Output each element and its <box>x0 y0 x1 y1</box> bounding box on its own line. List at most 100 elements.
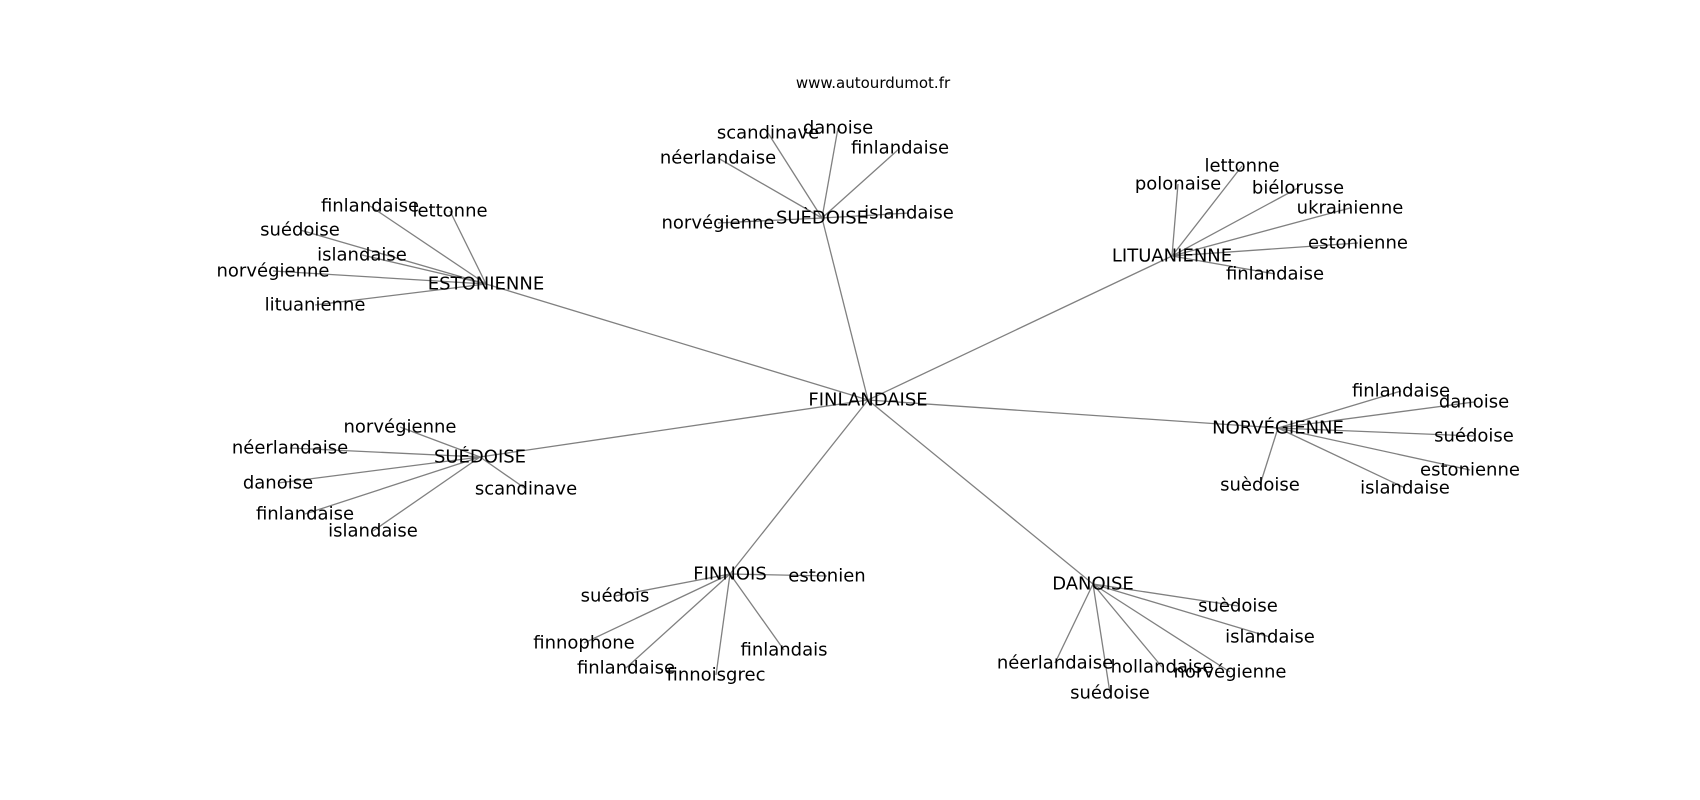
leaf-node: islandaise <box>1360 478 1450 499</box>
edge-lituanienne-leaf-1 <box>1171 183 1179 257</box>
edge-finnois-leaf-4 <box>715 573 731 676</box>
edge-finnois-leaf-5 <box>729 573 785 651</box>
edge-suedoise-left-leaf-5 <box>479 456 527 490</box>
edge-suedoise-left-leaf-0 <box>399 426 481 458</box>
edge-finnois-leaf-1 <box>614 573 731 597</box>
leaf-node: polonaise <box>1135 174 1221 195</box>
edge-danoise-leaf-2 <box>1054 583 1094 664</box>
leaf-node: néerlandaise <box>232 438 348 459</box>
edge-suedoise-left-leaf-3 <box>304 456 481 515</box>
edge-estonienne-leaf-5 <box>314 283 487 306</box>
edge-norvegienne-leaf-1 <box>1277 401 1475 429</box>
edge-center-suedoise-top <box>821 217 869 401</box>
leaf-node: danoise <box>803 118 873 139</box>
leaf-node: norvégienne <box>662 213 775 234</box>
edge-estonienne-leaf-2 <box>299 229 487 285</box>
edge-suedoise-top-leaf-5 <box>821 212 910 219</box>
edge-center-danoise <box>867 399 1094 585</box>
cluster-node-suedoise-top: SUÈDOISE <box>776 207 868 229</box>
edge-norvegienne-leaf-4 <box>1259 427 1279 486</box>
leaf-node: islandaise <box>317 245 407 266</box>
leaf-node: finlandaise <box>321 196 419 217</box>
leaf-node: finnoisgrec <box>667 665 766 686</box>
cluster-node-finnois: FINNOIS <box>693 564 767 585</box>
leaf-node: néerlandaise <box>660 148 776 169</box>
leaf-node: néerlandaise <box>997 653 1113 674</box>
edge-norvegienne-leaf-5 <box>1277 427 1406 489</box>
edge-suedoise-top-leaf-2 <box>717 157 823 219</box>
leaf-node: suèdoise <box>1198 596 1278 617</box>
leaf-node: islandaise <box>1225 627 1315 648</box>
edge-estonienne-leaf-3 <box>361 254 487 285</box>
source-url: www.autourdumot.fr <box>796 74 951 92</box>
leaf-node: finlandaise <box>1352 381 1450 402</box>
leaf-node: finlandaise <box>1226 264 1324 285</box>
leaf-node: lettonne <box>412 201 487 222</box>
leaf-node: finlandaise <box>577 658 675 679</box>
leaf-node: lettonne <box>1204 156 1279 177</box>
leaf-node: finlandais <box>740 640 827 661</box>
leaf-node: ukrainienne <box>1297 198 1404 219</box>
leaf-node: lituanienne <box>265 295 366 316</box>
leaf-node: hollandaise <box>1111 657 1214 678</box>
edge-estonienne-leaf-0 <box>369 205 487 285</box>
edges <box>272 127 1475 694</box>
edge-lituanienne-leaf-3 <box>1171 207 1351 257</box>
leaf-node: islandaise <box>864 203 954 224</box>
edge-danoise-leaf-0 <box>1092 583 1239 607</box>
leaf-node: suédoise <box>1434 426 1514 447</box>
edge-danoise-leaf-1 <box>1092 583 1271 638</box>
edge-suedoise-left-leaf-2 <box>277 456 481 484</box>
edge-danoise-leaf-3 <box>1092 583 1163 668</box>
edge-center-suedoise-left <box>479 399 869 458</box>
leaf-node: finlandaise <box>851 138 949 159</box>
leaf-node: suédois <box>581 586 650 607</box>
edge-finnois-leaf-2 <box>583 573 731 644</box>
edge-norvegienne-leaf-3 <box>1277 427 1471 471</box>
edge-finnois-leaf-0 <box>729 573 828 577</box>
leaf-node: norvégienne <box>217 261 330 282</box>
leaf-node: scandinave <box>717 123 819 144</box>
edge-estonienne-leaf-4 <box>272 270 487 285</box>
leaf-node: finlandaise <box>256 504 354 525</box>
edge-lituanienne-leaf-5 <box>1171 255 1276 275</box>
cluster-node-estonienne: ESTONIENNE <box>428 274 544 295</box>
leaf-node: estonienne <box>1420 460 1520 481</box>
leaf-node: islandaise <box>328 521 418 542</box>
edge-suedoise-left-leaf-1 <box>289 447 481 458</box>
edge-suedoise-top-leaf-3 <box>821 147 901 219</box>
cluster-node-suedoise-left: SUÉDOISE <box>434 446 526 468</box>
labels: FINLANDAISESUÈDOISEscandinavedanoisenéer… <box>217 118 1520 704</box>
leaf-node: danoise <box>1439 392 1509 413</box>
edge-lituanienne-leaf-2 <box>1171 187 1299 257</box>
leaf-node: estonien <box>788 566 865 587</box>
leaf-node: norvégienne <box>344 417 457 438</box>
edge-center-norvegienne <box>867 399 1279 429</box>
cluster-node-norvegienne: NORVÉGIENNE <box>1212 417 1344 439</box>
cluster-node-lituanienne: LITUANIENNE <box>1112 246 1232 267</box>
leaf-node: finnophone <box>533 633 635 654</box>
edge-suedoise-left-leaf-4 <box>372 456 481 532</box>
leaf-node: suédoise <box>260 220 340 241</box>
cluster-node-danoise: DANOISE <box>1052 574 1134 595</box>
edge-center-finnois <box>729 399 869 575</box>
edge-danoise-leaf-4 <box>1092 583 1231 673</box>
leaf-node: suédoise <box>1070 683 1150 704</box>
center-node: FINLANDAISE <box>808 390 927 411</box>
edge-norvegienne-leaf-0 <box>1277 390 1402 429</box>
leaf-node: norvégienne <box>1174 662 1287 683</box>
edge-lituanienne-leaf-4 <box>1171 242 1359 257</box>
leaf-node: scandinave <box>475 479 577 500</box>
edge-suedoise-top-leaf-4 <box>717 217 823 224</box>
leaf-node: suèdoise <box>1220 475 1300 496</box>
edge-danoise-leaf-5 <box>1092 583 1111 694</box>
edge-estonienne-leaf-1 <box>449 210 487 285</box>
edge-center-estonienne <box>485 283 869 401</box>
edge-suedoise-top-leaf-1 <box>821 127 839 219</box>
edge-suedoise-top-leaf-0 <box>767 132 823 219</box>
edge-center-lituanienne <box>867 255 1173 401</box>
edge-norvegienne-leaf-2 <box>1277 427 1475 437</box>
edge-lituanienne-leaf-0 <box>1171 165 1243 257</box>
edge-finnois-leaf-3 <box>625 573 731 669</box>
